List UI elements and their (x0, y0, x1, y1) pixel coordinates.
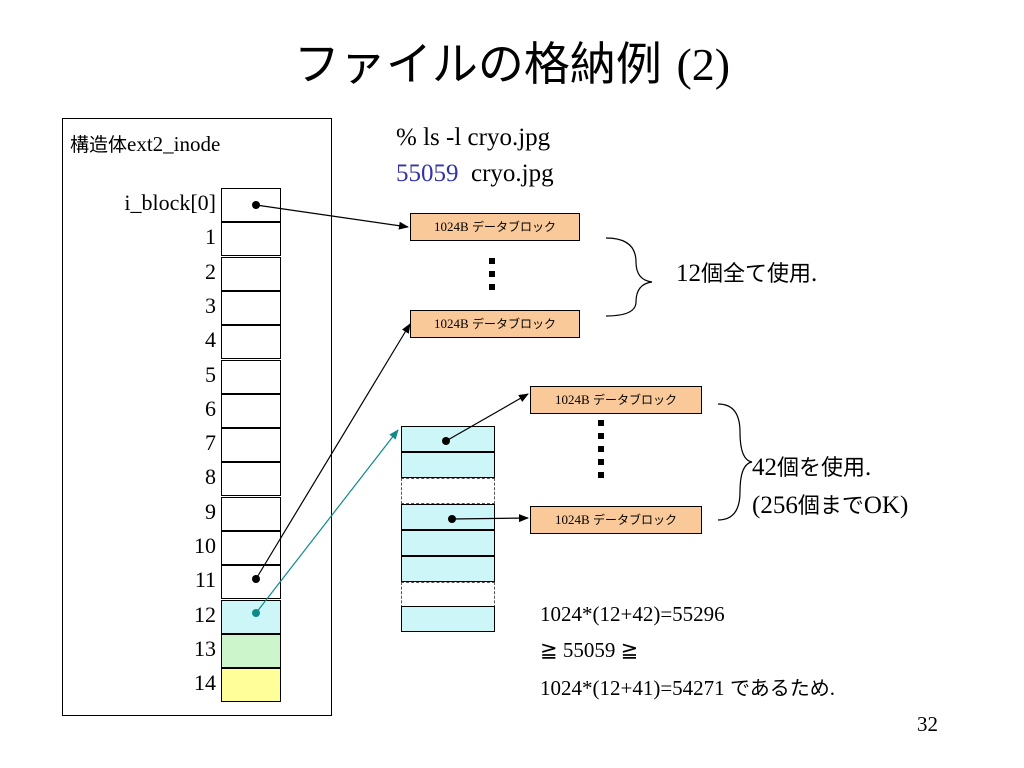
i-block-index-label: 5 (205, 361, 216, 387)
indirect-end: . (865, 454, 872, 481)
indirect-block-row (401, 530, 495, 556)
file-size: 55059 (396, 160, 459, 187)
i-block-cell-1 (221, 222, 281, 257)
block-size: 1024B (434, 316, 469, 331)
block-label: データブロック (592, 513, 677, 527)
i-block-cell-2 (221, 256, 281, 291)
i-block-cell-13 (221, 633, 281, 668)
ellipsis-direct (489, 258, 495, 297)
data-block-direct-last: 1024B データブロック (410, 310, 580, 338)
i-block-index-label: 6 (205, 395, 216, 421)
ls-output: 55059 cryo.jpg (396, 160, 554, 188)
calc-line-3-jp: であるため (729, 676, 830, 700)
i-block-index-label: 7 (205, 430, 216, 456)
i-block-index-label: 11 (194, 567, 216, 593)
file-name: cryo.jpg (471, 160, 554, 187)
page-number: 32 (917, 712, 938, 736)
i-block-cell-5 (221, 359, 281, 394)
i-block-cell-0 (221, 188, 281, 222)
indirect-note: 42個を使用. (752, 450, 871, 482)
i-block-cell-4 (221, 325, 281, 360)
calc-line-1: 1024*(12+42)=55296 (540, 602, 725, 626)
block-size: 1024B (434, 219, 469, 234)
indirect-count: 42 (752, 454, 777, 481)
calc-line-2: ≧ 55059 ≧ (540, 638, 639, 662)
slide-title: ファイルの格納例 (2) (0, 28, 1024, 94)
ls-command: % ls -l cryo.jpg (396, 124, 551, 151)
calc-line-3: 1024*(12+41)=54271 であるため. (540, 672, 835, 701)
i-block-index-label: i_block[0] (124, 190, 216, 215)
limit-open: (256 (752, 492, 798, 519)
struct-label-name: ext2_inode (127, 132, 221, 156)
indirect-block-row (401, 556, 495, 582)
i-block-cell-8 (221, 462, 281, 497)
indirect-block-gap (401, 478, 495, 504)
brace-indirect (717, 403, 753, 521)
i-block-cell-10 (221, 531, 281, 565)
limit-text: 個まで (797, 494, 864, 519)
data-block-indirect-first: 1024B データブロック (530, 386, 702, 414)
block-label: データブロック (471, 220, 556, 234)
struct-label-jp: 構造体 (70, 134, 128, 156)
struct-label: 構造体ext2_inode (70, 130, 220, 157)
indirect-block-row (401, 606, 495, 632)
indirect-block-row (401, 426, 495, 452)
i-block-index-label: 1 (205, 224, 216, 250)
i-block-cell-3 (221, 290, 281, 325)
data-block-indirect-last: 1024B データブロック (530, 506, 702, 534)
i-block-index-label: 9 (205, 498, 216, 524)
direct-text: 個全て使用 (701, 262, 812, 287)
indirect-limit-note: (256個までOK) (752, 488, 908, 520)
direct-note: 12個全て使用. (676, 256, 817, 288)
i-block-cell-11 (221, 565, 281, 600)
i-block-cell-14 (221, 668, 281, 703)
i-block-cell-7 (221, 428, 281, 463)
direct-count: 12 (676, 260, 701, 287)
data-block-direct-first: 1024B データブロック (410, 213, 580, 241)
ellipsis-indirect (598, 420, 604, 485)
i-block-index-label: 4 (205, 327, 216, 353)
i-block-cell-9 (221, 496, 281, 531)
indirect-block-row (401, 452, 495, 478)
block-size: 1024B (555, 512, 590, 527)
i-block-cell-12 (221, 599, 281, 634)
block-size: 1024B (555, 392, 590, 407)
brace-direct (605, 237, 653, 317)
i-block-index-label: 12 (194, 601, 216, 627)
calc-line-3-end: . (829, 676, 835, 700)
i-block-index-label: 2 (205, 258, 216, 284)
i-block-index-label: 8 (205, 464, 216, 490)
indirect-block-gap (401, 582, 495, 608)
i-block-index-label: 14 (194, 670, 216, 696)
i-block-index-label: 10 (194, 533, 216, 558)
block-label: データブロック (592, 393, 677, 407)
block-label: データブロック (471, 317, 556, 331)
title-text: ファイルの格納例 (293, 37, 662, 91)
calc-line-3-math: 1024*(12+41)=54271 (540, 676, 725, 700)
i-block-cell-6 (221, 393, 281, 428)
limit-close: OK) (863, 492, 909, 519)
indirect-text: 個を使用 (777, 456, 866, 481)
i-block-index-label: 3 (205, 292, 216, 318)
direct-end: . (811, 260, 818, 287)
indirect-block-row (401, 504, 495, 530)
i-block-index-label: 13 (194, 635, 216, 661)
title-number: (2) (676, 39, 731, 90)
